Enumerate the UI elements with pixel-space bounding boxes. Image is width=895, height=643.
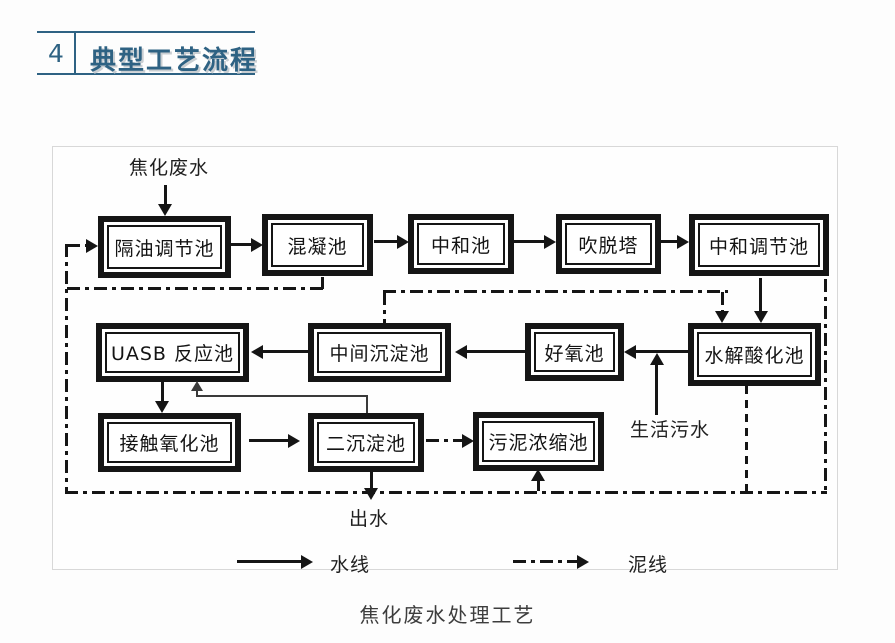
flow-uasb-to-contact (161, 382, 164, 402)
sludge-secondary-to-thickening-arrowhead (462, 434, 474, 448)
legend-sludge-arrowhead (577, 555, 589, 569)
figure-caption: 焦化废水处理工艺 (359, 603, 536, 627)
header-divider (74, 31, 76, 75)
flow-stripping-to-regulating-arrowhead (677, 235, 689, 249)
node-uasb: UASB 反应池 (96, 323, 249, 382)
legend-water-line-sample (237, 560, 301, 563)
sludge-drop-to-hydrolysis-arrowhead (715, 311, 729, 323)
sludge-upper-left-horizontal (67, 287, 323, 290)
flow-oil-to-coagulation (231, 243, 251, 246)
node-secondary-sedimentation: 二沉淀池 (308, 413, 424, 472)
flow-sedimentation-to-uasb (263, 350, 308, 353)
node-oil-separation: 隔油调节池 (98, 216, 231, 278)
sludge-stub-to-oil-separation (67, 244, 86, 247)
domestic-sewage-arrowhead (650, 353, 664, 365)
header-bottom-rule (37, 73, 255, 75)
flow-sedimentation-to-uasb-arrowhead (251, 345, 263, 359)
recycle-line-horizontal (196, 395, 368, 397)
section-title: 典型工艺流程 (90, 46, 259, 76)
sludge-thickening-riser (537, 481, 540, 491)
input-label: 焦化废水 (129, 157, 210, 179)
flow-regulating-to-hydrolysis (759, 278, 762, 312)
node-intermediate-sedimentation: 中间沉淀池 (308, 323, 451, 382)
inlet-arrowhead (158, 204, 172, 216)
effluent-label: 出水 (349, 508, 390, 530)
process-flow-diagram: 焦化废水 隔油调节池 混凝池 中和池 吹脱塔 中和调节池 UASB 反应池 中间… (52, 146, 838, 576)
domestic-sewage-line (655, 363, 658, 415)
flow-aerobic-to-sedimentation (467, 350, 525, 353)
flow-neutralization-to-stripping (514, 240, 545, 243)
flow-hydrolysis-to-aerobic (636, 350, 688, 353)
node-sludge-thickening: 污泥浓缩池 (473, 412, 604, 471)
section-number: 4 (48, 38, 64, 68)
sludge-stub-arrowhead (86, 239, 98, 253)
legend-sludge-label: 泥线 (628, 554, 669, 576)
flow-contact-to-secondary-arrowhead (288, 434, 300, 448)
recycle-line-up (196, 390, 198, 396)
sludge-coagulation-riser (321, 277, 324, 289)
node-coagulation: 混凝池 (262, 214, 373, 276)
node-neutralization-regulating: 中和调节池 (689, 214, 829, 276)
sludge-upper-right-horizontal (383, 290, 728, 293)
sludge-drop-to-hydrolysis (721, 292, 724, 311)
flow-neutralization-to-stripping-arrowhead (544, 235, 556, 249)
sludge-left-vertical (65, 244, 68, 494)
node-stripping-tower: 吹脱塔 (556, 214, 661, 274)
flow-contact-to-secondary (249, 439, 289, 442)
flow-regulating-to-hydrolysis-arrowhead (754, 311, 768, 323)
flow-uasb-to-contact-arrowhead (155, 401, 169, 413)
sludge-hydrolysis-drop (745, 386, 748, 491)
recycle-arrowhead (191, 381, 203, 391)
effluent-line (370, 472, 373, 489)
legend-water-arrowhead (301, 555, 313, 569)
sludge-secondary-to-thickening (426, 439, 462, 442)
header-top-rule (37, 31, 255, 33)
sludge-thickening-arrowhead (531, 469, 545, 481)
flow-aerobic-to-sedimentation-arrowhead (455, 345, 467, 359)
inlet-line (164, 185, 167, 205)
flow-stripping-to-regulating (661, 240, 678, 243)
sludge-right-vertical (824, 279, 827, 494)
node-contact-oxidation: 接触氧化池 (98, 413, 241, 472)
flow-hydrolysis-to-aerobic-arrowhead (624, 345, 636, 359)
flow-coagulation-to-neutralization-arrowhead (397, 235, 409, 249)
effluent-arrowhead (364, 488, 378, 500)
flow-oil-to-coagulation-arrowhead (251, 238, 263, 252)
sludge-sedimentation-riser (383, 292, 386, 323)
flow-coagulation-to-neutralization (374, 240, 397, 243)
legend-water-label: 水线 (330, 554, 371, 576)
domestic-sewage-label: 生活污水 (630, 419, 711, 441)
recycle-line-down (366, 395, 368, 413)
node-hydrolysis-acidification: 水解酸化池 (688, 323, 821, 386)
sludge-bottom-horizontal (65, 491, 827, 494)
node-neutralization: 中和池 (408, 214, 514, 274)
node-aerobic: 好氧池 (525, 323, 624, 381)
legend-sludge-line-sample (513, 560, 577, 563)
